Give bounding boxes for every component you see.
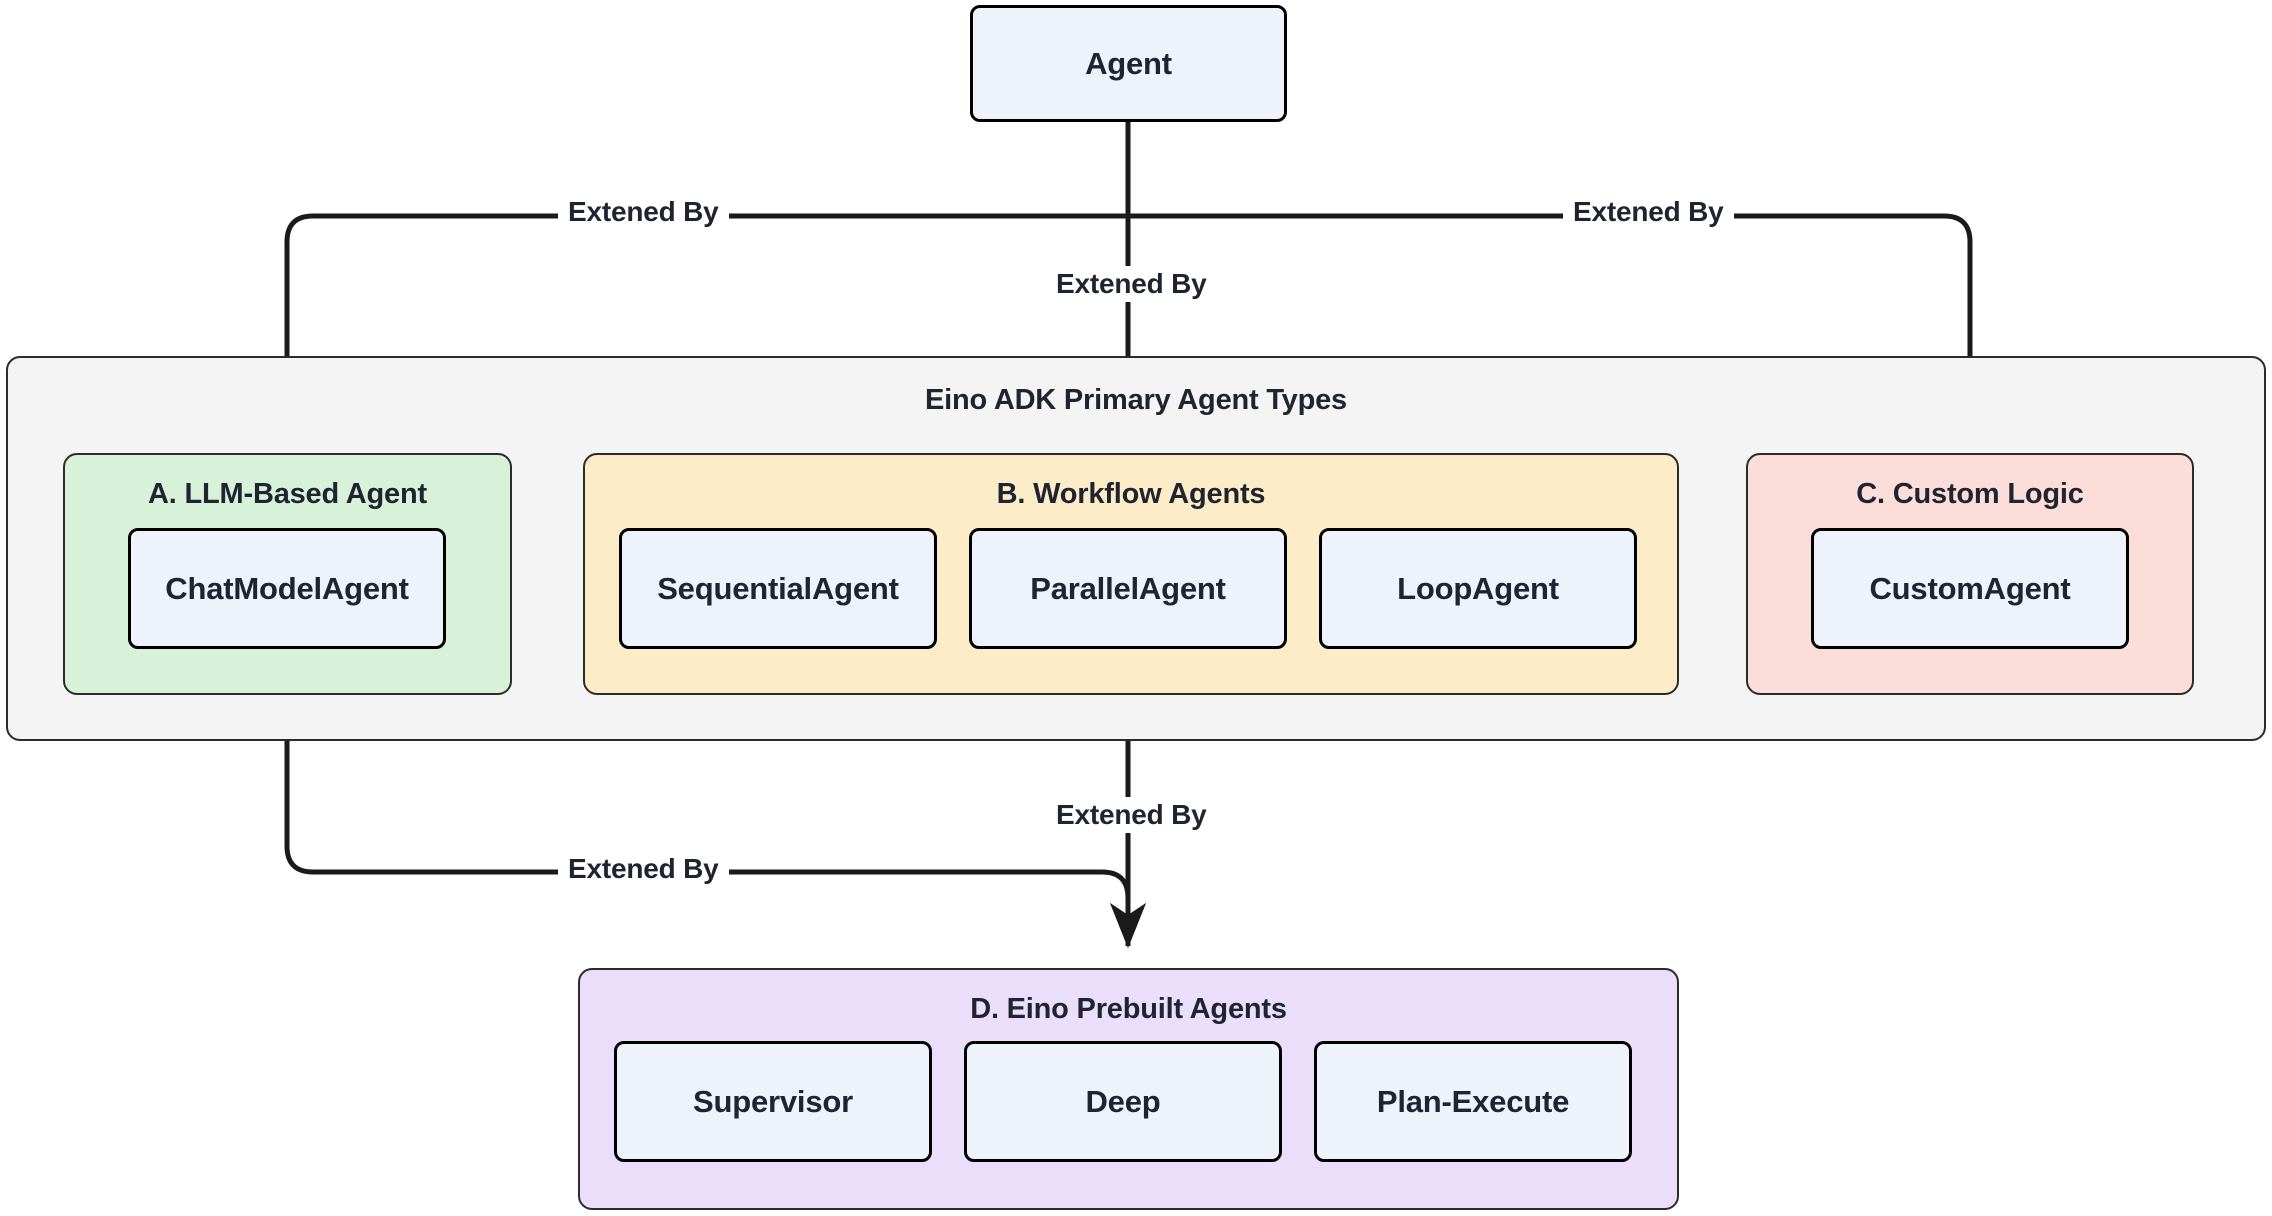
edge-llm-based-agent-to-prebuilt-agents — [284, 708, 1146, 948]
node-sequentialagent[interactable]: SequentialAgent — [619, 528, 937, 649]
cluster-title-prebuilt-agents: D. Eino Prebuilt Agents — [970, 993, 1287, 1025]
cluster-title-workflow-agents: B. Workflow Agents — [996, 478, 1266, 510]
cluster-title-primary-agent-types: Eino ADK Primary Agent Types — [925, 384, 1347, 416]
edge-label-workflow-to-prebuilt: Extened By — [1046, 797, 1217, 833]
node-agent[interactable]: Agent — [970, 5, 1287, 122]
edge-label-agent-to-custom: Extened By — [1563, 194, 1734, 230]
node-chatmodelagent[interactable]: ChatModelAgent — [128, 528, 446, 649]
cluster-title-llm-based-agent: A. LLM-Based Agent — [148, 478, 427, 510]
node-plan-execute[interactable]: Plan-Execute — [1314, 1041, 1632, 1162]
edge-label-agent-to-workflow: Extened By — [1046, 266, 1217, 302]
node-supervisor[interactable]: Supervisor — [614, 1041, 932, 1162]
cluster-title-custom-logic: C. Custom Logic — [1856, 478, 2084, 510]
node-deep[interactable]: Deep — [964, 1041, 1282, 1162]
edge-label-agent-to-llm: Extened By — [558, 194, 729, 230]
node-customagent[interactable]: CustomAgent — [1811, 528, 2129, 649]
node-loopagent[interactable]: LoopAgent — [1319, 528, 1637, 649]
node-parallelagent[interactable]: ParallelAgent — [969, 528, 1287, 649]
edge-label-llm-to-prebuilt: Extened By — [558, 851, 729, 887]
